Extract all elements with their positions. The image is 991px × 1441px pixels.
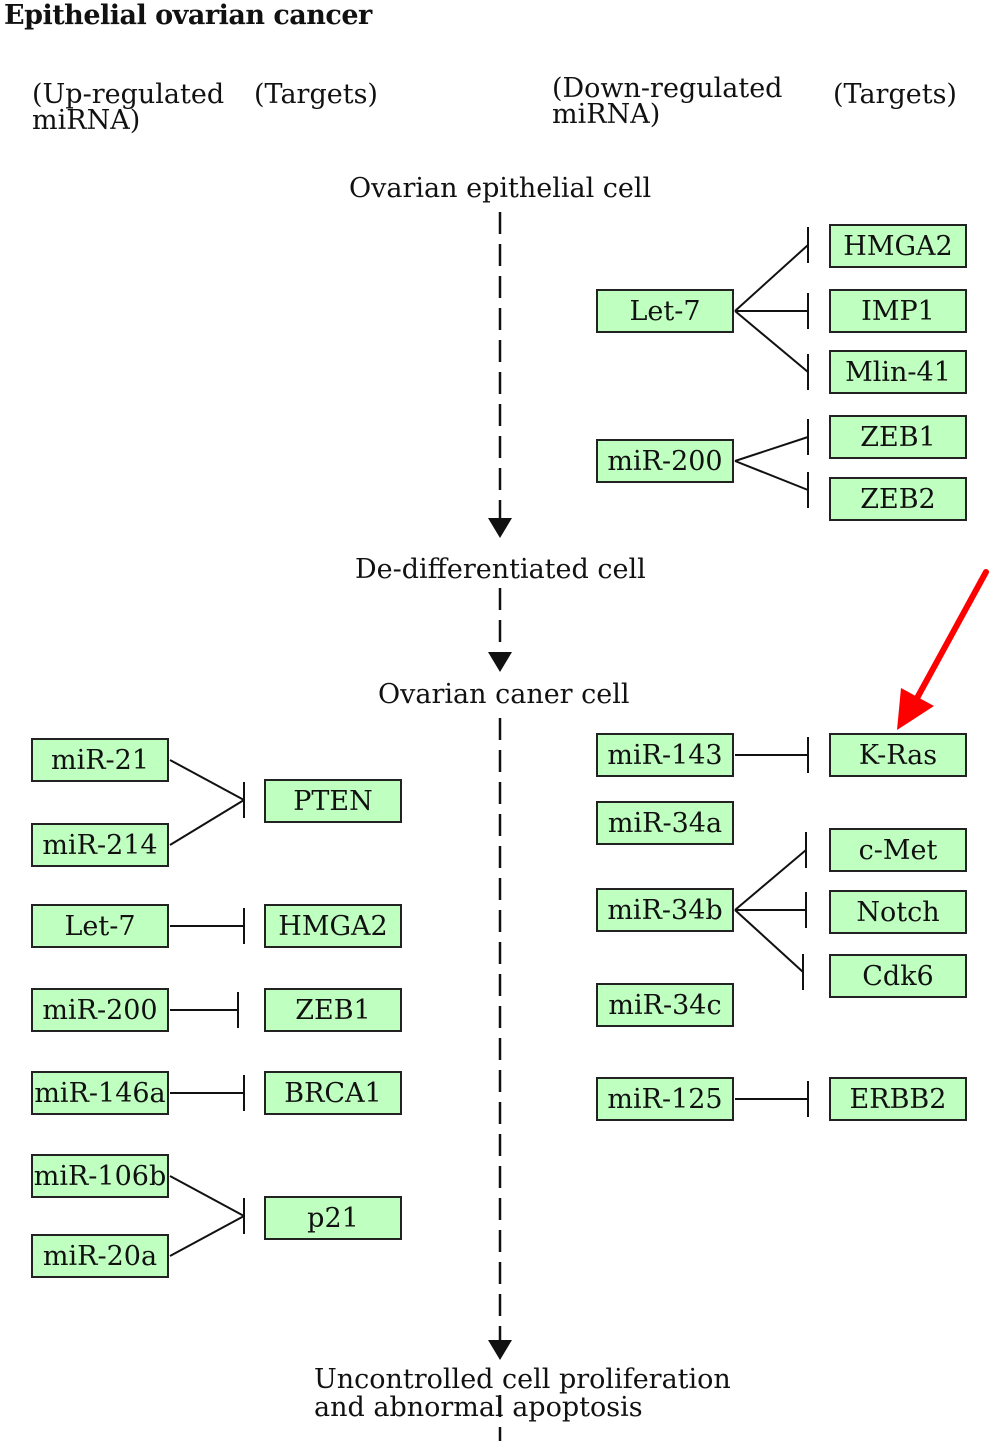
node-p21[interactable]: p21 — [264, 1196, 402, 1240]
node-cdk6[interactable]: Cdk6 — [829, 954, 967, 998]
up-regulated-header-line2: miRNA) — [32, 105, 141, 136]
progression-arrow-2 — [488, 652, 512, 672]
node-mir20a[interactable]: miR-20a — [31, 1234, 169, 1278]
stage-normal-cell: Ovarian epithelial cell — [349, 173, 652, 204]
let7-inhibition-edges — [734, 227, 809, 390]
node-mlin41[interactable]: Mlin-41 — [829, 350, 967, 394]
down-regulated-header-line2: miRNA) — [552, 99, 661, 130]
highlight-arrow — [897, 569, 989, 730]
node-hmga2-left[interactable]: HMGA2 — [264, 904, 402, 948]
up-regulated-header: (Up-regulated miRNA) — [32, 79, 225, 136]
node-mir125[interactable]: miR-125 — [596, 1077, 734, 1121]
left-inhibition-edges — [169, 759, 245, 1257]
node-brca1[interactable]: BRCA1 — [264, 1071, 402, 1115]
stage-outcome-line2: and abnormal apoptosis — [314, 1392, 643, 1423]
node-pten[interactable]: PTEN — [264, 779, 402, 823]
up-targets-header: (Targets) — [254, 79, 378, 110]
down-regulated-header-line1: (Down-regulated — [552, 73, 783, 104]
node-mir200-top[interactable]: miR-200 — [596, 439, 734, 483]
node-mir143[interactable]: miR-143 — [596, 733, 734, 777]
right-inhibition-edges — [734, 737, 809, 1117]
node-mir34c[interactable]: miR-34c — [596, 983, 734, 1027]
node-mir214[interactable]: miR-214 — [31, 823, 169, 867]
diagram-title: Epithelial ovarian cancer — [4, 0, 372, 31]
stage-outcome-line1: Uncontrolled cell proliferation — [314, 1364, 731, 1395]
node-let7-top[interactable]: Let-7 — [596, 289, 734, 333]
node-let7-left[interactable]: Let-7 — [31, 904, 169, 948]
stage-dedifferentiated-cell: De-differentiated cell — [355, 554, 646, 585]
progression-arrow-3 — [488, 1340, 512, 1360]
node-zeb2[interactable]: ZEB2 — [829, 477, 967, 521]
node-erbb2[interactable]: ERBB2 — [829, 1077, 967, 1121]
down-regulated-header: (Down-regulated miRNA) — [552, 73, 783, 130]
down-targets-header: (Targets) — [833, 79, 957, 110]
stage-outcome: Uncontrolled cell proliferation and abno… — [314, 1366, 731, 1422]
node-imp1[interactable]: IMP1 — [829, 289, 967, 333]
node-mir106b[interactable]: miR-106b — [31, 1154, 169, 1198]
up-regulated-header-line1: (Up-regulated — [32, 79, 225, 110]
node-mir200-left[interactable]: miR-200 — [31, 988, 169, 1032]
stage-cancer-cell: Ovarian caner cell — [378, 679, 630, 710]
mir200-inhibition-edges — [734, 419, 809, 508]
node-mir21[interactable]: miR-21 — [31, 738, 169, 782]
node-zeb1-left[interactable]: ZEB1 — [264, 988, 402, 1032]
node-mir146a[interactable]: miR-146a — [31, 1071, 169, 1115]
node-mir34b[interactable]: miR-34b — [596, 888, 734, 932]
progression-arrow-1 — [488, 518, 512, 538]
node-kras[interactable]: K-Ras — [829, 733, 967, 777]
node-mir34a[interactable]: miR-34a — [596, 801, 734, 845]
node-hmga2-top[interactable]: HMGA2 — [829, 224, 967, 268]
node-zeb1-top[interactable]: ZEB1 — [829, 415, 967, 459]
node-notch[interactable]: Notch — [829, 890, 967, 934]
node-cmet[interactable]: c-Met — [829, 828, 967, 872]
